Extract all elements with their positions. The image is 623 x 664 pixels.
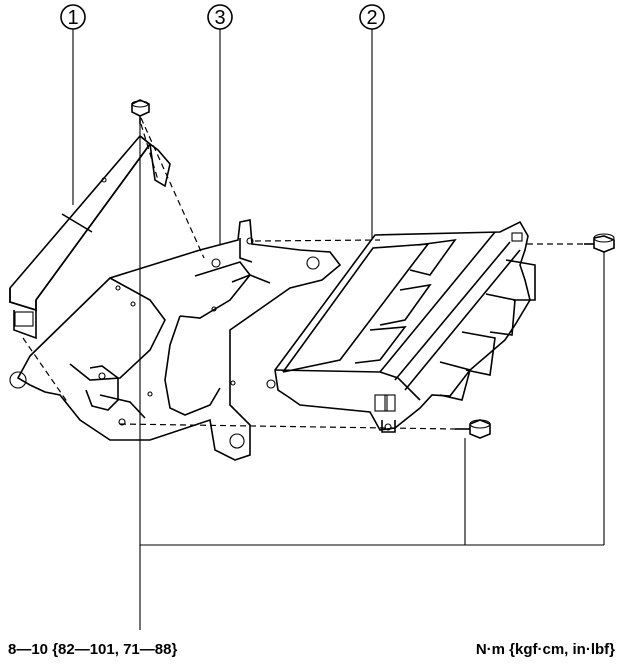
- callout-2: 2: [359, 4, 385, 278]
- bolt-right-lower: [455, 419, 491, 439]
- callout-3: 3: [207, 4, 233, 265]
- assembly-dashed-lines: [22, 117, 584, 430]
- torque-leader-lines: [139, 116, 605, 630]
- mounting-bracket-part-3: [9, 219, 342, 461]
- control-module-part-2: [266, 220, 536, 433]
- units-label: N·m {kgf·cm, in·lbf}: [475, 641, 615, 658]
- callout-3-number: 3: [214, 7, 225, 29]
- callout-1: 1: [60, 4, 86, 205]
- callout-2-number: 2: [366, 7, 377, 29]
- bolt-right-upper: [584, 233, 615, 253]
- torque-spec-label: 8—10 {82—101, 71—88}: [8, 641, 178, 658]
- bolt-top-left: [131, 99, 150, 124]
- callout-1-number: 1: [67, 7, 78, 29]
